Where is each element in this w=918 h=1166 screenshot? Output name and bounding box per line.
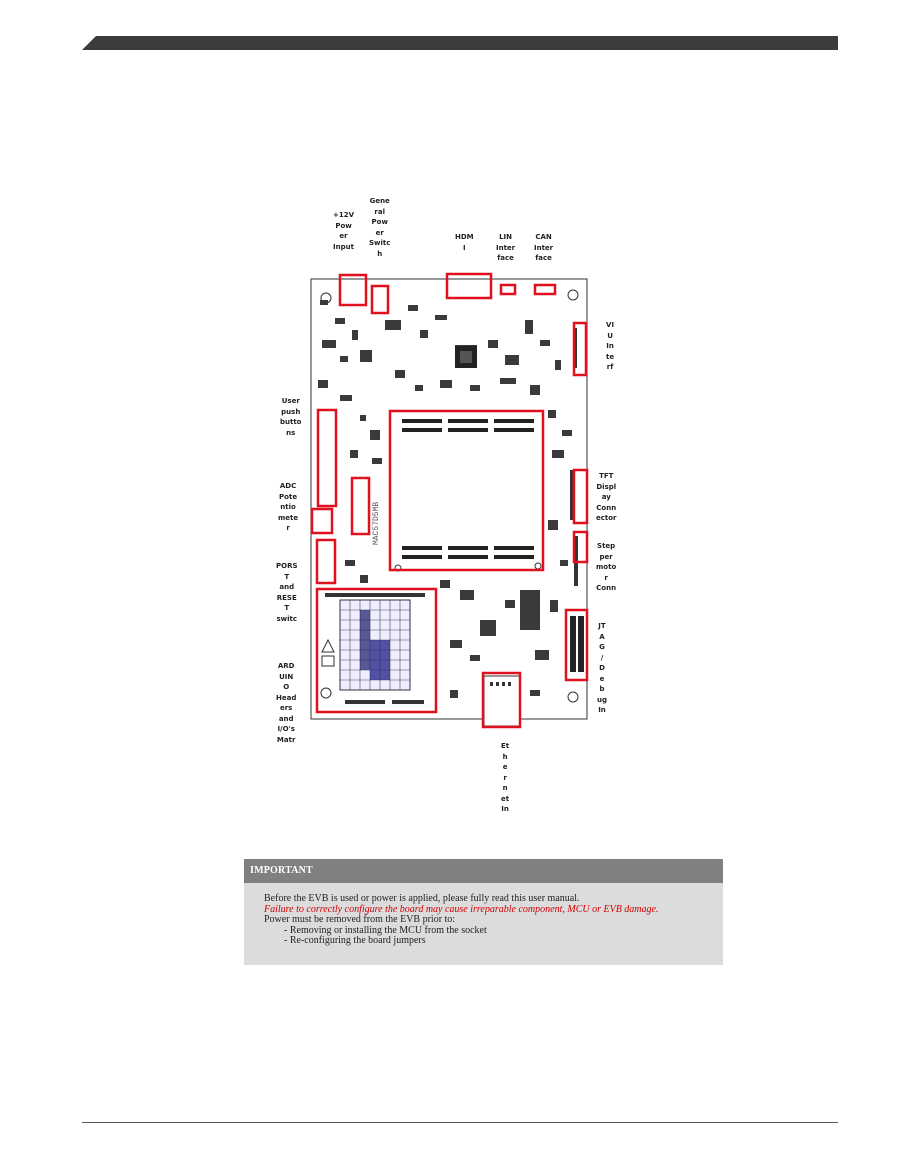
- mcu-socket: [402, 419, 534, 559]
- highlight-jumpers: [350, 476, 371, 536]
- highlight-hdmi: [445, 272, 493, 300]
- important-body: Before the EVB is used or power is appli…: [244, 883, 723, 947]
- callout-can: CAN Inter face: [534, 233, 554, 262]
- highlight-power-switch: [370, 284, 390, 315]
- highlight-adc: [310, 507, 334, 535]
- board-silk-label: MAC57D5MB: [372, 502, 381, 545]
- highlight-tft: [572, 468, 589, 525]
- callout-arduino: ARD UIN O Head ers and I/O's Matr: [276, 662, 297, 744]
- important-line-1: Before the EVB is used or power is appli…: [264, 893, 580, 904]
- highlight-stepper: [572, 530, 589, 564]
- callout-tft: TFT Displ ay Conn ector: [596, 472, 617, 522]
- highlight-porst: [315, 538, 337, 585]
- arduino-matrix: [321, 593, 425, 704]
- callout-jtag: JT A G / D e b ug In: [597, 622, 607, 714]
- callout-adc: ADC Pote ntio mete r: [278, 482, 299, 532]
- highlight-boxes: [310, 272, 589, 729]
- highlight-viu: [572, 321, 588, 377]
- highlight-arduino: [315, 587, 438, 714]
- callout-power-input: +12V Pow er Input: [333, 211, 355, 251]
- footer-rule: [82, 1122, 838, 1123]
- callout-power-switch: Gene ral Pow er Switc h: [369, 197, 391, 258]
- highlight-can: [533, 283, 557, 296]
- jtag-header: [570, 616, 584, 672]
- callout-porst: PORS T and RESE T switc: [276, 562, 298, 623]
- important-item-2: - Re-configuring the board jumpers: [284, 935, 426, 946]
- evb-board-figure: MAC57D5MB: [310, 272, 589, 729]
- callout-user-buttons: User push butto ns: [280, 397, 302, 437]
- highlight-mcu: [388, 409, 545, 572]
- highlight-ethernet: [481, 671, 522, 729]
- important-notice: IMPORTANT Before the EVB is used or powe…: [244, 859, 723, 965]
- important-warning: Failure to correctly configure the board…: [264, 903, 659, 915]
- mount-hole: [320, 687, 332, 699]
- callout-hdmi: HDM I: [455, 233, 474, 252]
- mount-hole: [567, 691, 579, 703]
- highlight-jtag: [564, 608, 589, 682]
- page-header-bar: [82, 36, 838, 50]
- important-title: IMPORTANT: [244, 859, 723, 883]
- callout-viu: VI U In te rf: [606, 321, 615, 371]
- callout-ethernet: Et h e r n et In: [501, 742, 510, 813]
- callout-stepper: Step per moto r Conn: [596, 542, 617, 592]
- highlight-lin: [499, 283, 517, 296]
- callout-lin: LIN Inter face: [496, 233, 516, 262]
- mount-hole: [567, 289, 579, 301]
- highlight-power-input: [338, 273, 368, 307]
- highlight-user-buttons: [316, 408, 338, 508]
- important-item-1: - Removing or installing the MCU from th…: [284, 924, 487, 936]
- important-line-3: Power must be removed from the EVB prior…: [264, 914, 456, 925]
